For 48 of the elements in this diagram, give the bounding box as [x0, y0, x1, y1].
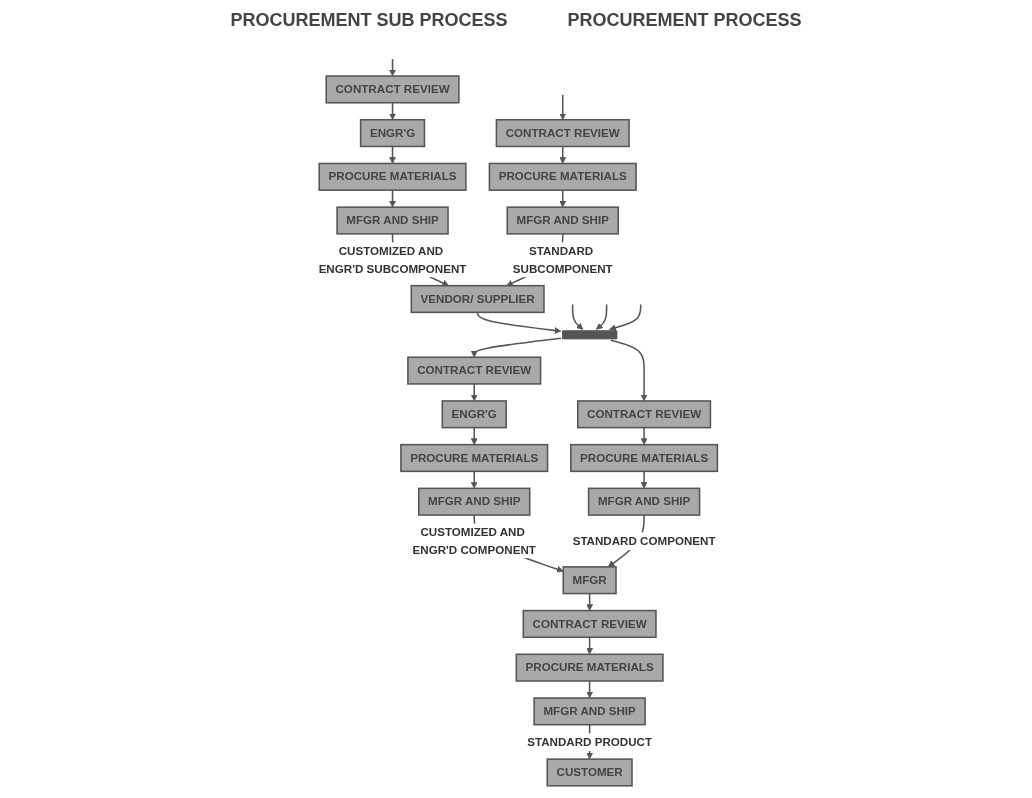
arrow — [470, 337, 562, 358]
arrow — [559, 188, 566, 207]
arrow — [608, 303, 642, 331]
arrow — [585, 592, 593, 611]
arrow — [388, 57, 396, 76]
edge-label: CUSTOMIZED AND ENGR'D COMPONENT — [412, 524, 536, 556]
node-box: ENGR'G — [441, 399, 507, 428]
node-box: MFGR AND SHIP — [417, 487, 531, 516]
node-box: CONTRACT REVIEW — [576, 399, 711, 428]
edge-label: CUSTOMIZED AND ENGR'D SUBCOMPONENT — [318, 243, 467, 274]
node-box: MFGR AND SHIP — [506, 205, 619, 235]
node-box: VENDOR/ SUPPLIER — [410, 284, 545, 313]
node-box: CONTRACT REVIEW — [522, 609, 657, 638]
arrow — [476, 311, 561, 334]
node-box: PROCURE MATERIALS — [515, 653, 664, 682]
node-box: CUSTOMER — [546, 757, 633, 787]
arrow — [595, 303, 608, 330]
node-box: PROCURE MATERIALS — [488, 162, 637, 191]
arrow — [609, 338, 648, 401]
arrow — [585, 636, 593, 655]
edge-label: STANDARD COMPONENT — [572, 533, 716, 547]
process-label: PROCUREMENT PROCESS — [567, 10, 802, 31]
arrow — [388, 188, 396, 207]
arrow — [470, 382, 478, 401]
arrow — [640, 470, 648, 489]
node-box: MFGR AND SHIP — [533, 696, 646, 725]
node-box: ENGR'G — [359, 118, 425, 147]
arrow — [585, 679, 593, 698]
node-box: CONTRACT REVIEW — [495, 118, 630, 147]
arrow — [470, 470, 478, 489]
node-box: CONTRACT REVIEW — [325, 74, 460, 103]
node-box: PROCURE MATERIALS — [569, 443, 718, 472]
node-box: MFGR AND SHIP — [587, 487, 701, 516]
edge-label: STANDARD PRODUCT — [526, 734, 652, 748]
node-box: MFGR AND SHIP — [336, 205, 449, 235]
arrow — [559, 145, 566, 164]
node-box: CONTRACT REVIEW — [406, 355, 542, 385]
edge-label: STANDARD SUBCOMPONENT — [512, 243, 613, 274]
arrow — [388, 145, 396, 164]
arrow — [640, 426, 648, 445]
arrow — [388, 101, 396, 120]
node-box: PROCURE MATERIALS — [399, 443, 549, 472]
node-box: MFGR — [562, 565, 617, 594]
arrow — [559, 93, 566, 120]
node-box: PROCURE MATERIALS — [318, 162, 467, 191]
arrow — [470, 426, 478, 445]
arrow — [571, 303, 583, 330]
process-label: PROCUREMENT SUB PROCESS — [230, 10, 508, 31]
